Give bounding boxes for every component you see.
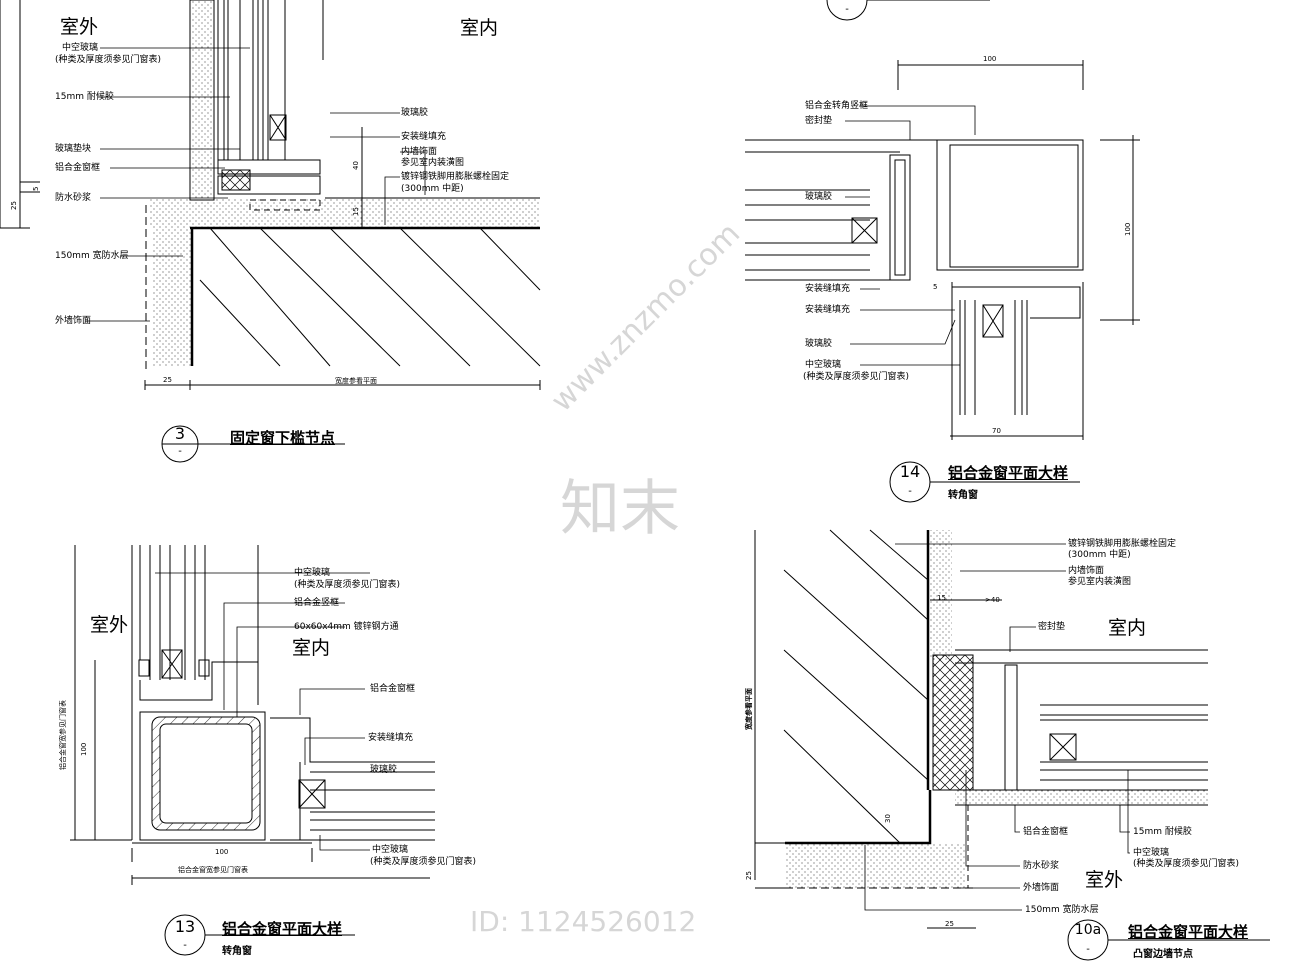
detail-3-sheet: - [178,446,182,457]
dimension: 30 [884,814,892,823]
detail-10a-title: 铝合金窗平面大样 [1128,923,1249,941]
dimension: 15 [352,207,360,216]
annotation: 铝合金窗框 [55,163,101,173]
detail-3-number: 3 [174,424,186,443]
annotation: 玻璃胶 [805,192,833,202]
annotation: 玻璃胶 [401,108,429,118]
annotation: 铝合金竖框 [294,598,340,608]
annotation: 密封垫 [805,116,833,126]
detail-14-subtitle: 转角窗 [948,490,978,501]
annotation: 中空玻璃 [294,568,331,578]
annotation: (种类及厚度须参见门窗表) [294,580,401,590]
dimension: 25 [945,920,954,928]
dimension: 25 [10,201,18,210]
detail-3-title: 固定窗下槛节点 [230,429,336,447]
annotation: 内墙饰面 [1068,566,1105,576]
dimension: 25 [163,376,172,384]
detail-10a-sheet: - [1086,944,1090,955]
annotation: 15mm 耐候胶 [1133,827,1192,837]
annotation: (种类及厚度须参见门窗表) [803,372,910,382]
dimension: 100 [1124,222,1132,236]
annotation: (300mm 中距) [1068,550,1131,560]
annotation: 玻璃垫块 [55,144,92,154]
annotation: 中空玻璃 [805,360,842,370]
dimension: 宽度参看平面 [745,688,753,730]
dimension: 100 [80,742,88,756]
annotation: 玻璃胶 [370,765,398,775]
annotation: 镀锌钢铁脚用膨胀螺栓固定 [401,172,510,182]
annotation: 安装缝填充 [805,284,851,294]
annotation: 安装缝填充 [401,132,447,142]
dimension: 40 [352,161,360,170]
watermark-id: ID: 1124526012 [470,905,697,938]
detail-3-outdoor-label: 室外 [60,16,99,38]
dimension: 70 [992,427,1001,435]
annotation: 安装缝填充 [805,305,851,315]
detail-13-outdoor-label: 室外 [90,614,129,636]
dimension: 100 [215,848,229,856]
annotation: 外墙饰面 [55,316,92,326]
annotation: 密封垫 [1038,622,1066,632]
detail-13-indoor-label: 室内 [292,637,331,659]
detail-14-sheet: - [908,486,912,497]
annotation: 150mm 宽防水层 [55,251,129,261]
annotation: 60x60x4mm 镀锌钢方通 [294,622,399,632]
detail-13-sheet: - [183,940,187,951]
dimension: 100 [983,55,997,63]
annotation: 中空玻璃 [1133,848,1170,858]
dimension: 25 [745,871,753,880]
dimension: 5 [32,186,40,191]
annotation: 铝合金窗框 [370,684,416,694]
detail-13-title: 铝合金窗平面大样 [222,920,343,938]
annotation: 参见室内装潢图 [1068,577,1132,587]
detail-13-number: 13 [174,917,196,936]
annotation: 防水砂浆 [55,193,92,203]
detail-10a-indoor-label: 室内 [1108,617,1147,639]
annotation: 150mm 宽防水层 [1025,905,1099,915]
detail-10a-subtitle: 凸窗边墙节点 [1133,949,1193,960]
detail-14-drawing [745,0,1140,503]
leader-lines [85,47,1130,911]
annotation: (种类及厚度须参见门窗表) [55,55,162,65]
detail-14-title: 铝合金窗平面大样 [948,464,1069,482]
detail-3-indoor-label: 室内 [460,17,499,39]
dimension: 宽度参看平面 [335,377,377,385]
annotation: (种类及厚度须参见门窗表) [370,857,477,867]
top-detail-sheet: - [845,4,849,15]
watermark-brand: 知末 [560,474,680,544]
detail-13-drawing [70,545,435,956]
detail-10a-outdoor-label: 室外 [1085,869,1124,891]
annotation: 中空玻璃 [372,845,409,855]
dimension: 5 [933,283,938,291]
dimension: 15 [937,594,946,602]
annotation: (300mm 中距) [401,184,464,194]
detail-13-subtitle: 转角窗 [222,946,252,957]
dimension: 铝合金窗宽参见门窗表 [178,866,248,874]
annotation: 玻璃胶 [805,339,833,349]
annotation: (种类及厚度须参见门窗表) [1133,859,1240,869]
detail-3-drawing [0,0,541,463]
annotation: 防水砂浆 [1023,861,1060,871]
annotation: 镀锌钢铁脚用膨胀螺栓固定 [1068,539,1177,549]
annotation: 安装缝填充 [368,733,414,743]
annotation: 参见室内装潢图 [401,158,465,168]
annotation: 内墙饰面 [401,147,438,157]
annotation: 铝合金窗框 [1023,827,1069,837]
detail-10a-drawing [754,529,1270,961]
dimension: 铝合金窗宽参见门窗表 [59,700,67,770]
annotation: 15mm 耐候胶 [55,92,114,102]
annotation: 中空玻璃 [62,43,99,53]
dimension: >40 [985,596,1000,604]
annotation: 外墙饰面 [1023,883,1060,893]
annotation: 铝合金转角竖框 [805,101,869,111]
detail-10a-number: 10a [1074,922,1102,938]
detail-14-number: 14 [899,462,921,481]
